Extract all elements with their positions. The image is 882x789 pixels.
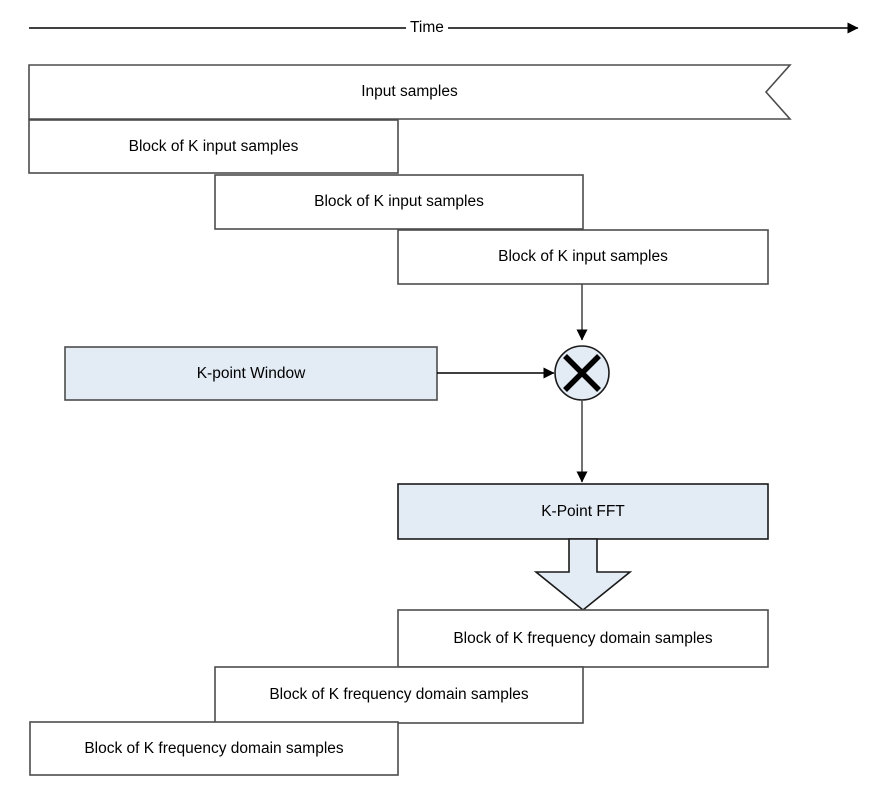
input-block-2-shape [214, 174, 584, 230]
input-stream-shape [28, 64, 792, 120]
input-block-1-shape [28, 119, 399, 174]
input-stream-outline [28, 64, 792, 120]
input-block-1-outline [28, 119, 399, 174]
output-block-3-shape [29, 721, 399, 776]
window-box-outline [64, 346, 438, 401]
output-block-1-outline [397, 609, 769, 668]
input-block-3-outline [397, 229, 769, 285]
input-block-2-outline [214, 174, 584, 230]
block-arrow-outline [533, 538, 633, 612]
input-block-3-shape [397, 229, 769, 285]
window-box-shape [64, 346, 438, 401]
output-block-2-outline [214, 666, 584, 724]
multiply-icon [554, 345, 610, 401]
block-arrow-fft-to-output [533, 538, 633, 612]
fft-box-outline [397, 483, 769, 540]
fft-box-shape [397, 483, 769, 540]
output-block-3-outline [29, 721, 399, 776]
output-block-2-shape [214, 666, 584, 724]
multiply-icon-stroke-b [563, 354, 601, 392]
time-axis-label: Time [406, 20, 448, 36]
output-block-1-shape [397, 609, 769, 668]
